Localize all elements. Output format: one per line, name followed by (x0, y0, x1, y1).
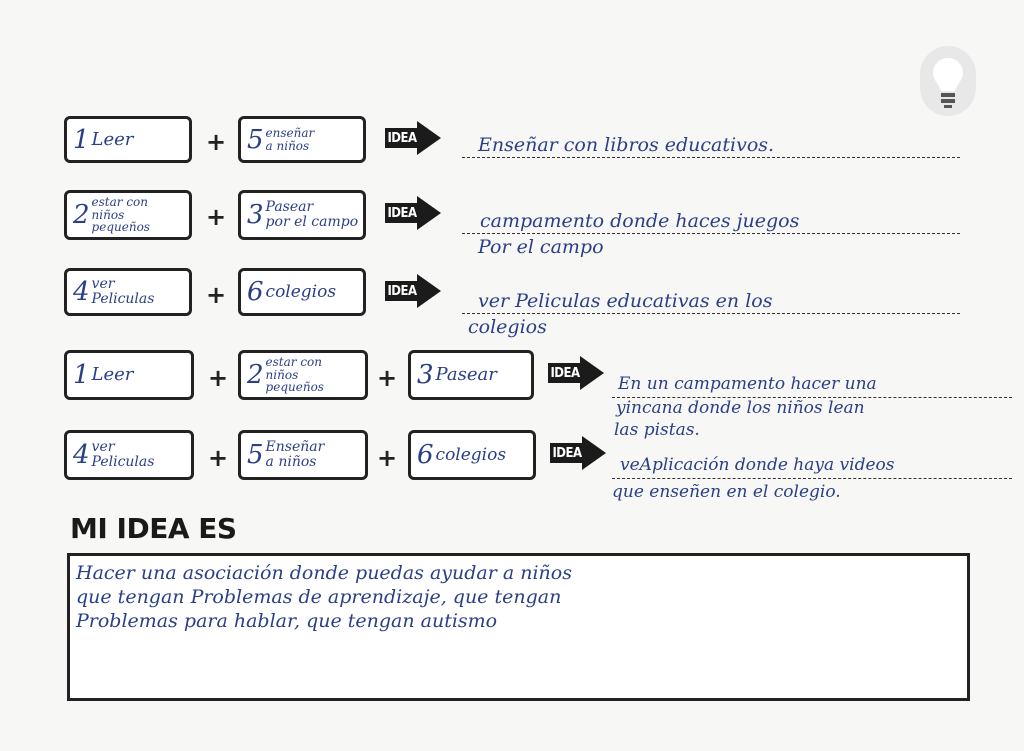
card-5-ensenar: 5 enseñar a niños (238, 116, 366, 163)
plus-sign: + (377, 444, 398, 472)
final-idea-line: Problemas para hablar, que tengan autism… (76, 610, 498, 632)
idea-arrow: IDEA (385, 274, 445, 308)
card-number: 3 (247, 200, 264, 230)
card-4-ver: 4 ver Peliculas (64, 268, 192, 316)
card-text: Pasear (435, 364, 497, 385)
card-text: colegios (265, 281, 337, 302)
card-text: Leer (91, 364, 134, 385)
card-2-estar: 2 estar con niños pequeños (238, 350, 368, 400)
arrow-right-icon (417, 196, 441, 230)
idea-result: que enseñen en el colegio. (612, 482, 841, 502)
idea-arrow: IDEA (385, 196, 445, 230)
card-number: 6 (247, 277, 264, 307)
lightbulb-icon (920, 46, 976, 116)
card-4-ver: 4 ver Peliculas (64, 430, 194, 480)
card-text: estar con niños pequeños (91, 195, 150, 235)
card-text: Pasear por el campo (265, 199, 359, 230)
answer-line (462, 313, 960, 314)
card-number: 5 (247, 124, 264, 155)
idea-label: IDEA (548, 363, 582, 383)
answer-line (612, 478, 1012, 479)
idea-arrow: IDEA (548, 356, 608, 390)
card-1-leer: 1 Leer (64, 116, 192, 163)
card-1-leer: 1 Leer (64, 350, 194, 400)
plus-sign: + (206, 128, 227, 156)
final-idea-line: Hacer una asociación donde puedas ayudar… (76, 562, 572, 584)
card-text: Leer (91, 128, 134, 150)
idea-result: las pistas. (614, 420, 700, 440)
card-text: colegios (435, 444, 507, 465)
card-number: 2 (247, 360, 264, 390)
arrow-right-icon (417, 121, 441, 155)
card-2-estar: 2 estar con niños pequeños (64, 190, 192, 240)
card-3-pasear: 3 Pasear por el campo (238, 190, 366, 240)
arrow-right-icon (582, 436, 606, 470)
answer-line (612, 397, 1012, 398)
arrow-right-icon (417, 274, 441, 308)
card-number: 5 (247, 440, 264, 470)
plus-sign: + (206, 203, 227, 231)
card-number: 4 (73, 277, 90, 307)
plus-sign: + (377, 364, 398, 392)
card-number: 4 (73, 440, 90, 470)
plus-sign: + (208, 444, 229, 472)
card-number: 3 (417, 360, 434, 390)
idea-arrow: IDEA (385, 121, 445, 155)
idea-result: yincana donde los niños lean (616, 398, 865, 418)
idea-label: IDEA (385, 128, 419, 148)
card-text: enseñar a niños (265, 125, 315, 153)
idea-result: campamento donde haces juegos (480, 210, 800, 232)
idea-result: colegios (468, 316, 547, 338)
idea-result: Enseñar con libros educativos. (478, 134, 775, 156)
card-number: 2 (73, 200, 90, 230)
idea-result: En un campamento hacer una (618, 374, 877, 394)
card-number: 1 (73, 124, 90, 155)
idea-arrow: IDEA (550, 436, 610, 470)
plus-sign: + (208, 364, 229, 392)
arrow-right-icon (580, 356, 604, 390)
answer-line (462, 157, 960, 158)
section-heading: MI IDEA ES (70, 512, 237, 545)
card-text: ver Peliculas (91, 276, 155, 307)
card-6-colegios: 6 colegios (408, 430, 536, 480)
idea-label: IDEA (385, 203, 419, 223)
card-3-pasear: 3 Pasear (408, 350, 534, 400)
card-6-colegios: 6 colegios (238, 268, 366, 316)
idea-result: veAplicación donde haya videos (620, 455, 895, 475)
idea-result: Por el campo (478, 236, 604, 258)
idea-label: IDEA (385, 281, 419, 301)
idea-label: IDEA (550, 443, 584, 463)
card-text: Enseñar a niños (265, 439, 325, 470)
plus-sign: + (206, 281, 227, 309)
final-idea-line: que tengan Problemas de aprendizaje, que… (76, 586, 562, 608)
card-text: estar con niños pequeños (265, 355, 324, 395)
card-number: 1 (73, 360, 90, 390)
card-number: 6 (417, 440, 434, 470)
final-idea-box: Hacer una asociación donde puedas ayudar… (67, 553, 970, 701)
idea-result: ver Peliculas educativas en los (478, 290, 773, 312)
card-text: ver Peliculas (91, 439, 155, 470)
card-5-ensenar: 5 Enseñar a niños (238, 430, 368, 480)
answer-line (462, 233, 960, 234)
